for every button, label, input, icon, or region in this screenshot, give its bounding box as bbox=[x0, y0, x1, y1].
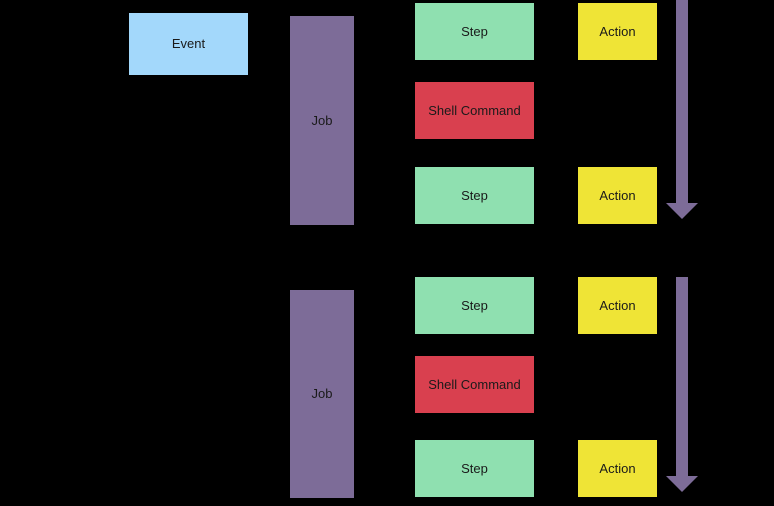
node-label: Job bbox=[311, 386, 333, 402]
node-action-2[interactable]: Action bbox=[578, 167, 657, 224]
node-step-4[interactable]: Step bbox=[415, 440, 534, 497]
node-label: Shell Command bbox=[428, 376, 521, 392]
node-action-4[interactable]: Action bbox=[578, 440, 657, 497]
arrow-shaft bbox=[676, 0, 688, 203]
node-action-3[interactable]: Action bbox=[578, 277, 657, 334]
arrow-head bbox=[666, 476, 698, 492]
node-label: Step bbox=[461, 23, 488, 39]
node-shell-command-1[interactable]: Shell Command bbox=[415, 82, 534, 139]
node-label: Job bbox=[311, 112, 333, 128]
node-label: Step bbox=[461, 297, 488, 313]
node-shell-command-2[interactable]: Shell Command bbox=[415, 356, 534, 413]
node-label: Step bbox=[461, 460, 488, 476]
arrow-flow-arrow-2 bbox=[666, 277, 698, 492]
node-label: Action bbox=[599, 23, 636, 39]
node-step-1[interactable]: Step bbox=[415, 3, 534, 60]
node-step-3[interactable]: Step bbox=[415, 277, 534, 334]
arrow-head bbox=[666, 203, 698, 219]
node-label: Action bbox=[599, 297, 636, 313]
node-label: Shell Command bbox=[428, 102, 521, 118]
arrow-flow-arrow-1 bbox=[666, 0, 698, 219]
node-job-2[interactable]: Job bbox=[290, 290, 354, 498]
node-action-1[interactable]: Action bbox=[578, 3, 657, 60]
node-label: Action bbox=[599, 460, 636, 476]
node-event-1[interactable]: Event bbox=[129, 13, 248, 75]
arrow-shaft bbox=[676, 277, 688, 476]
node-label: Step bbox=[461, 187, 488, 203]
node-step-2[interactable]: Step bbox=[415, 167, 534, 224]
node-label: Event bbox=[171, 36, 206, 52]
node-job-1[interactable]: Job bbox=[290, 16, 354, 225]
node-label: Action bbox=[599, 187, 636, 203]
